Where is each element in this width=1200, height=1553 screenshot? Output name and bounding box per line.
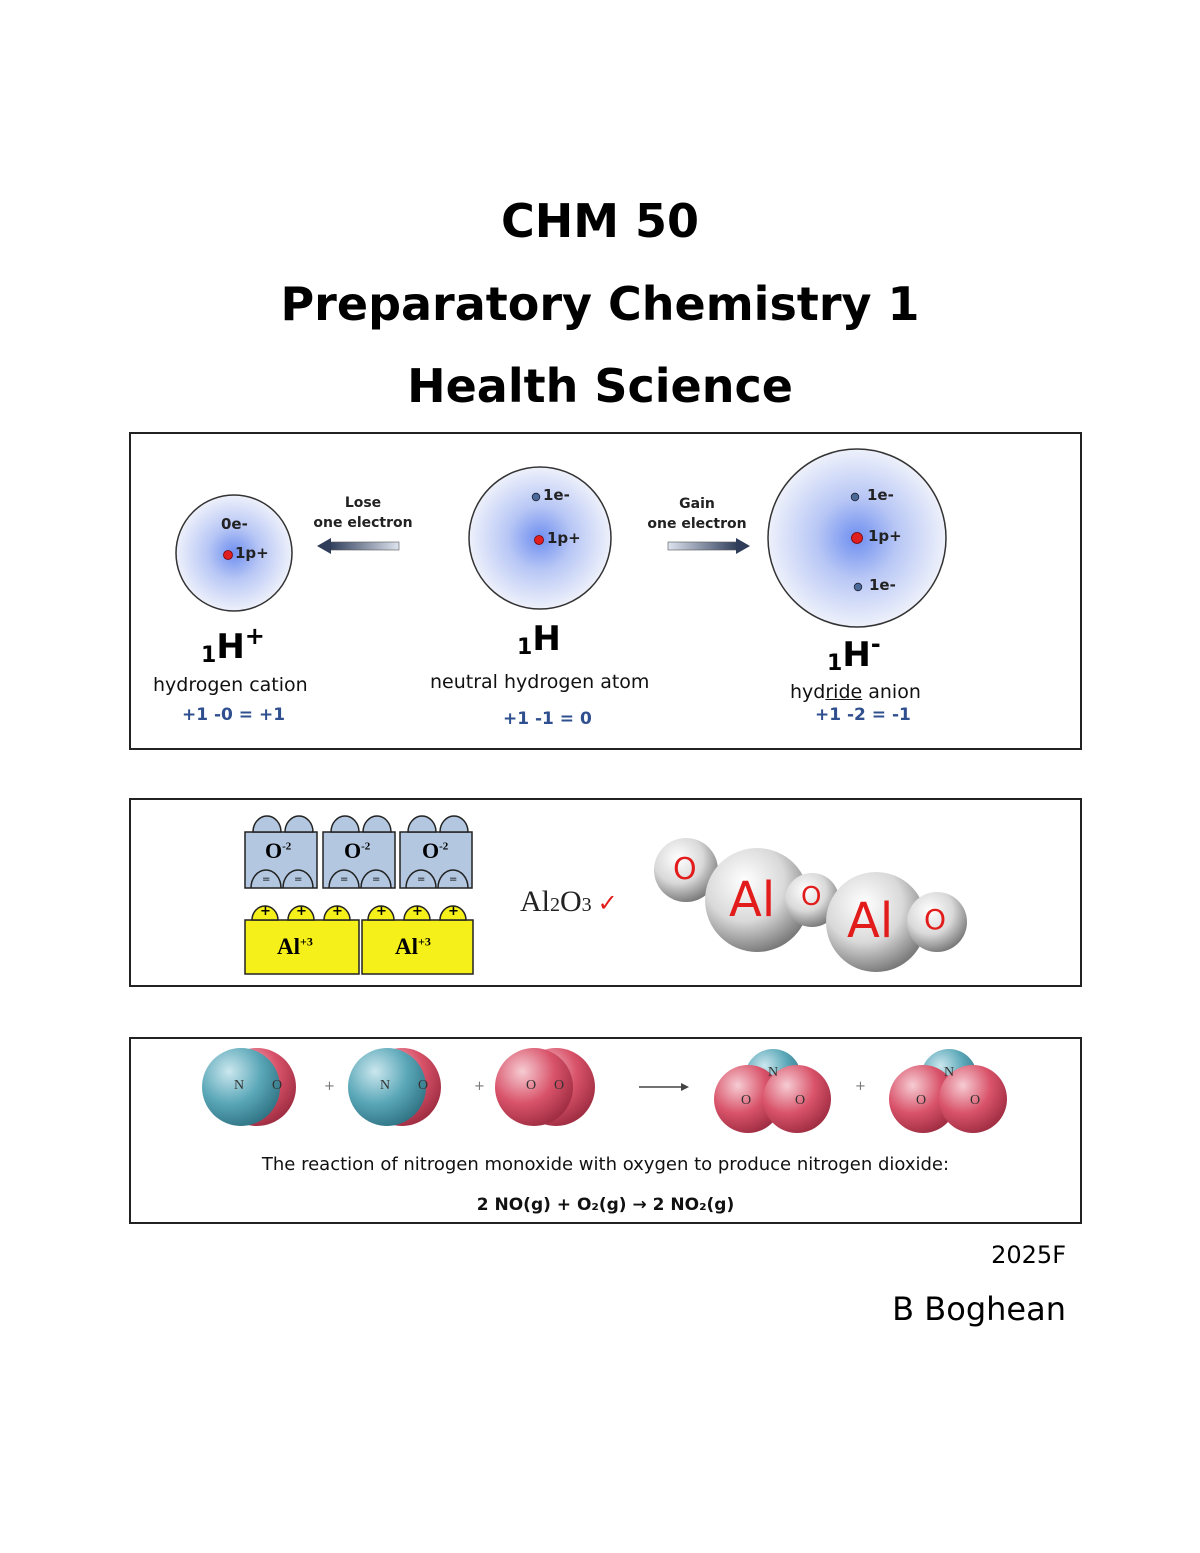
reaction-plus: +: [855, 1079, 866, 1094]
aluminum-tiles: [244, 905, 474, 975]
anion-proton: [851, 532, 863, 544]
anion-electron-bottom: [853, 582, 863, 592]
atom-label-o: O: [554, 1078, 565, 1093]
atom-label-o: O: [418, 1078, 429, 1093]
anion-electron-bottom-label: 1e-: [869, 576, 896, 594]
neutral-proton-label: 1p+: [547, 529, 581, 547]
neutral-proton: [534, 535, 544, 545]
atom-label-o: O: [272, 1078, 283, 1093]
atom-label-o: O: [526, 1078, 537, 1093]
minus-sign: =: [417, 874, 426, 885]
lose-electron-label: Lose one electron: [313, 495, 413, 531]
gain-electron-label: Gain one electron: [647, 496, 747, 532]
term-label: 2025F: [991, 1241, 1066, 1269]
oxide-ion-label-2: O-2: [344, 838, 371, 863]
atom-label-o: O: [916, 1093, 927, 1108]
anion-proton-label: 1p+: [868, 527, 902, 545]
atom-label-o: O: [741, 1093, 752, 1108]
plus-sign: +: [332, 904, 343, 919]
molecule-atom-al: Al: [729, 872, 776, 928]
anion-charge-equation: +1 -2 = -1: [815, 705, 911, 725]
anion-electron-top: [850, 492, 860, 502]
oxide-ion-label-1: O-2: [265, 838, 292, 863]
molecule-atom-o: O: [924, 903, 947, 936]
nitrogen-dioxide-molecule: [714, 1049, 831, 1133]
check-mark-icon: ✓: [597, 891, 618, 917]
molecule-atom-al: Al: [847, 893, 894, 949]
neutral-name: neutral hydrogen atom: [430, 671, 650, 693]
molecule-atom-o: O: [673, 852, 697, 887]
minus-sign: =: [449, 874, 458, 885]
alumina-formula: Al2O3✓: [520, 885, 618, 918]
molecule-atom-o: O: [801, 882, 822, 912]
anion-electron-top-label: 1e-: [867, 486, 894, 504]
atom-label-n: N: [234, 1078, 245, 1093]
aluminum-ion-label-1: Al+3: [277, 934, 313, 959]
author-name: B Boghean: [892, 1290, 1066, 1328]
oxide-ion-label-3: O-2: [422, 838, 449, 863]
reaction-arrow: [639, 1083, 689, 1091]
cation-name: hydrogen cation: [153, 674, 308, 696]
course-title: Preparatory Chemistry 1: [280, 277, 920, 331]
hydrogen-ions-diagram: [175, 448, 947, 628]
aluminum-oxide-diagram: [244, 815, 967, 975]
nitrogen-dioxide-molecule: [889, 1049, 1007, 1133]
plus-sign: +: [376, 904, 387, 919]
plus-sign: +: [412, 904, 423, 919]
cation-symbol: 1H+: [201, 622, 265, 668]
cation-electron-label: 0e-: [221, 515, 248, 533]
minus-sign: =: [294, 874, 303, 885]
cation-atom: [175, 494, 293, 612]
oxygen-molecule: [495, 1048, 595, 1126]
neutral-electron: [531, 492, 541, 502]
nitric-oxide-molecule: [202, 1048, 296, 1126]
reaction-caption: The reaction of nitrogen monoxide with o…: [261, 1154, 950, 1175]
reaction-equation: 2 NO(g) + O₂(g) → 2 NO₂(g): [476, 1195, 735, 1215]
nitrogen-reaction-panel: N O N O O O N O O N O O + + + The reacti…: [129, 1037, 1082, 1224]
anion-symbol: 1H-: [827, 630, 881, 676]
atom-label-n: N: [944, 1065, 955, 1080]
neutral-symbol: 1H: [517, 619, 561, 660]
aluminum-oxide-panel: O-2 O-2 O-2 = = = = = = + + + + + + Al+3…: [129, 798, 1082, 987]
course-code: CHM 50: [500, 194, 700, 248]
alumina-molecule: [654, 838, 967, 972]
reaction-plus: +: [324, 1079, 335, 1094]
oxide-tiles: [244, 815, 473, 889]
plus-sign: +: [296, 904, 307, 919]
cation-proton-label: 1p+: [235, 544, 269, 562]
lose-electron-arrow: [317, 538, 400, 554]
atom-label-o: O: [970, 1093, 981, 1108]
cation-charge-equation: +1 -0 = +1: [182, 705, 286, 725]
minus-sign: =: [340, 874, 349, 885]
cation-proton: [223, 550, 233, 560]
program-title: Health Science: [407, 359, 793, 413]
atom-label-n: N: [768, 1065, 779, 1080]
reaction-plus: +: [474, 1079, 485, 1094]
minus-sign: =: [262, 874, 271, 885]
nitric-oxide-molecule: [348, 1048, 441, 1126]
gain-electron-arrow: [667, 538, 750, 554]
atom-label-o: O: [795, 1093, 806, 1108]
aluminum-ion-label-2: Al+3: [395, 934, 431, 959]
neutral-electron-label: 1e-: [543, 486, 570, 504]
plus-sign: +: [260, 904, 271, 919]
nitrogen-reaction-diagram: [202, 1048, 1007, 1133]
neutral-charge-equation: +1 -1 = 0: [503, 709, 592, 729]
atom-label-n: N: [380, 1078, 391, 1093]
anion-name: hydride anion: [790, 681, 921, 703]
plus-sign: +: [448, 904, 459, 919]
minus-sign: =: [372, 874, 381, 885]
hydrogen-ions-panel: Lose one electron Gain one electron 0e- …: [129, 432, 1082, 750]
